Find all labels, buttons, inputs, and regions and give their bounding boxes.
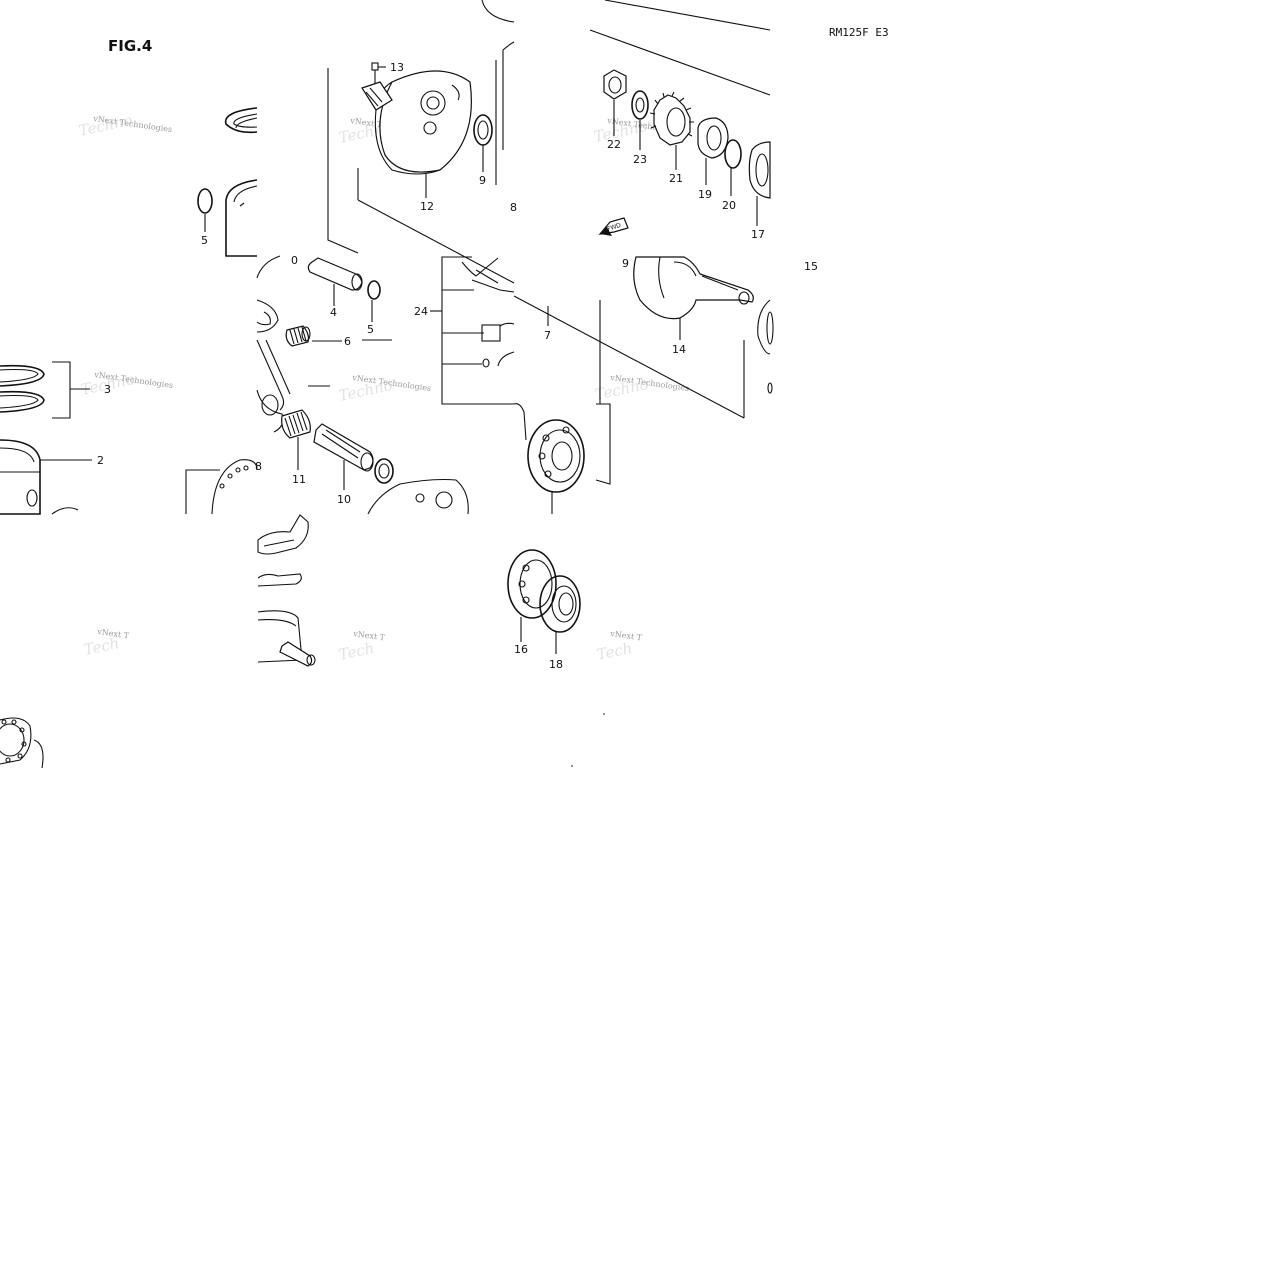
callout-0: 0 <box>291 254 298 267</box>
svg-text:Tech: Tech <box>337 639 376 664</box>
callout-14: 14 <box>672 343 686 356</box>
circlip <box>197 188 213 232</box>
model-code: RM125F E3 <box>829 26 889 39</box>
callout-11: 11 <box>292 473 306 486</box>
svg-text:Tech: Tech <box>595 639 634 664</box>
oil-seal <box>539 575 581 654</box>
fwd-arrow: FWD <box>598 217 629 236</box>
piston-pin <box>307 257 363 306</box>
lock-washer <box>631 90 649 150</box>
piston-small <box>257 610 303 663</box>
callout-7: 7 <box>544 329 551 342</box>
figure-label: FIG.4 <box>108 37 152 55</box>
washer <box>374 458 394 484</box>
callout-13: 13 <box>390 61 404 74</box>
primary-drive-gear <box>649 91 694 170</box>
callout-2: 2 <box>97 454 104 467</box>
tile-center-lower <box>513 300 611 514</box>
callout-18: 18 <box>549 658 563 671</box>
crank-nut <box>603 69 627 136</box>
callout-10: 10 <box>337 493 351 506</box>
callout-15: 15 <box>804 260 818 273</box>
piston-rings <box>0 364 45 413</box>
crank-web-fragment <box>367 478 469 515</box>
callout-23: 23 <box>633 153 647 166</box>
callout-9: 9 <box>479 174 486 187</box>
tile-top-middle: 13 12 9 8 <box>327 0 517 284</box>
tile-bottom-right: 16 18 <box>507 549 581 671</box>
crankcase-fragment <box>185 459 258 515</box>
piston-pin-small <box>279 641 316 667</box>
svg-text:8: 8 <box>510 201 517 214</box>
callout-24: 24 <box>414 305 428 318</box>
o-ring <box>724 139 742 196</box>
callout-16: 16 <box>514 643 528 656</box>
callout-17: 17 <box>751 228 765 241</box>
callout-4: 4 <box>330 306 337 319</box>
callout-6: 6 <box>344 335 351 348</box>
crank-pin <box>313 423 374 490</box>
tile-bottom-left <box>0 717 44 769</box>
callout-21: 21 <box>669 172 683 185</box>
main-bearing-upper <box>527 419 585 493</box>
callout-19: 19 <box>698 188 712 201</box>
tile-bottom-middle <box>257 514 316 667</box>
tile-center: 0 4 5 6 <box>256 254 469 515</box>
oil-seal-right <box>748 141 771 226</box>
piston-pin-clip <box>367 280 381 322</box>
crankshaft-left-half <box>374 70 472 175</box>
callout-9: 9 <box>622 257 629 270</box>
piston <box>0 439 92 515</box>
callout-5: 5 <box>367 323 374 336</box>
callout-22: 22 <box>607 138 621 151</box>
callout-3: 3 <box>104 383 111 396</box>
callout-20: 20 <box>722 199 736 212</box>
tile-center-right: 24 7 <box>414 256 745 419</box>
spacer <box>697 117 729 185</box>
connecting-rod <box>256 299 291 433</box>
piston-ring-upper <box>224 107 258 134</box>
piston-top <box>225 179 258 257</box>
callout-8: 8 <box>255 460 262 473</box>
main-bearing <box>507 549 557 642</box>
fwd-label: FWD <box>606 222 622 233</box>
tile-top-right: 22 23 21 19 20 17 <box>589 0 771 241</box>
tile-top-left: 5 <box>197 107 258 257</box>
thrust-washer <box>473 114 493 172</box>
callout-5: 5 <box>201 234 208 247</box>
callout-12: 12 <box>420 200 434 213</box>
big-end-bearing <box>281 409 311 470</box>
watermark-group: Techno vNext Technologies Techno vNext T… <box>77 111 690 664</box>
taper-shaft <box>361 81 393 111</box>
small-end-bearing <box>285 325 342 347</box>
crankshaft-right-half <box>633 256 754 340</box>
tile-mid-left: 3 2 8 <box>0 361 262 515</box>
tile-right-middle: 9 14 <box>622 256 774 418</box>
